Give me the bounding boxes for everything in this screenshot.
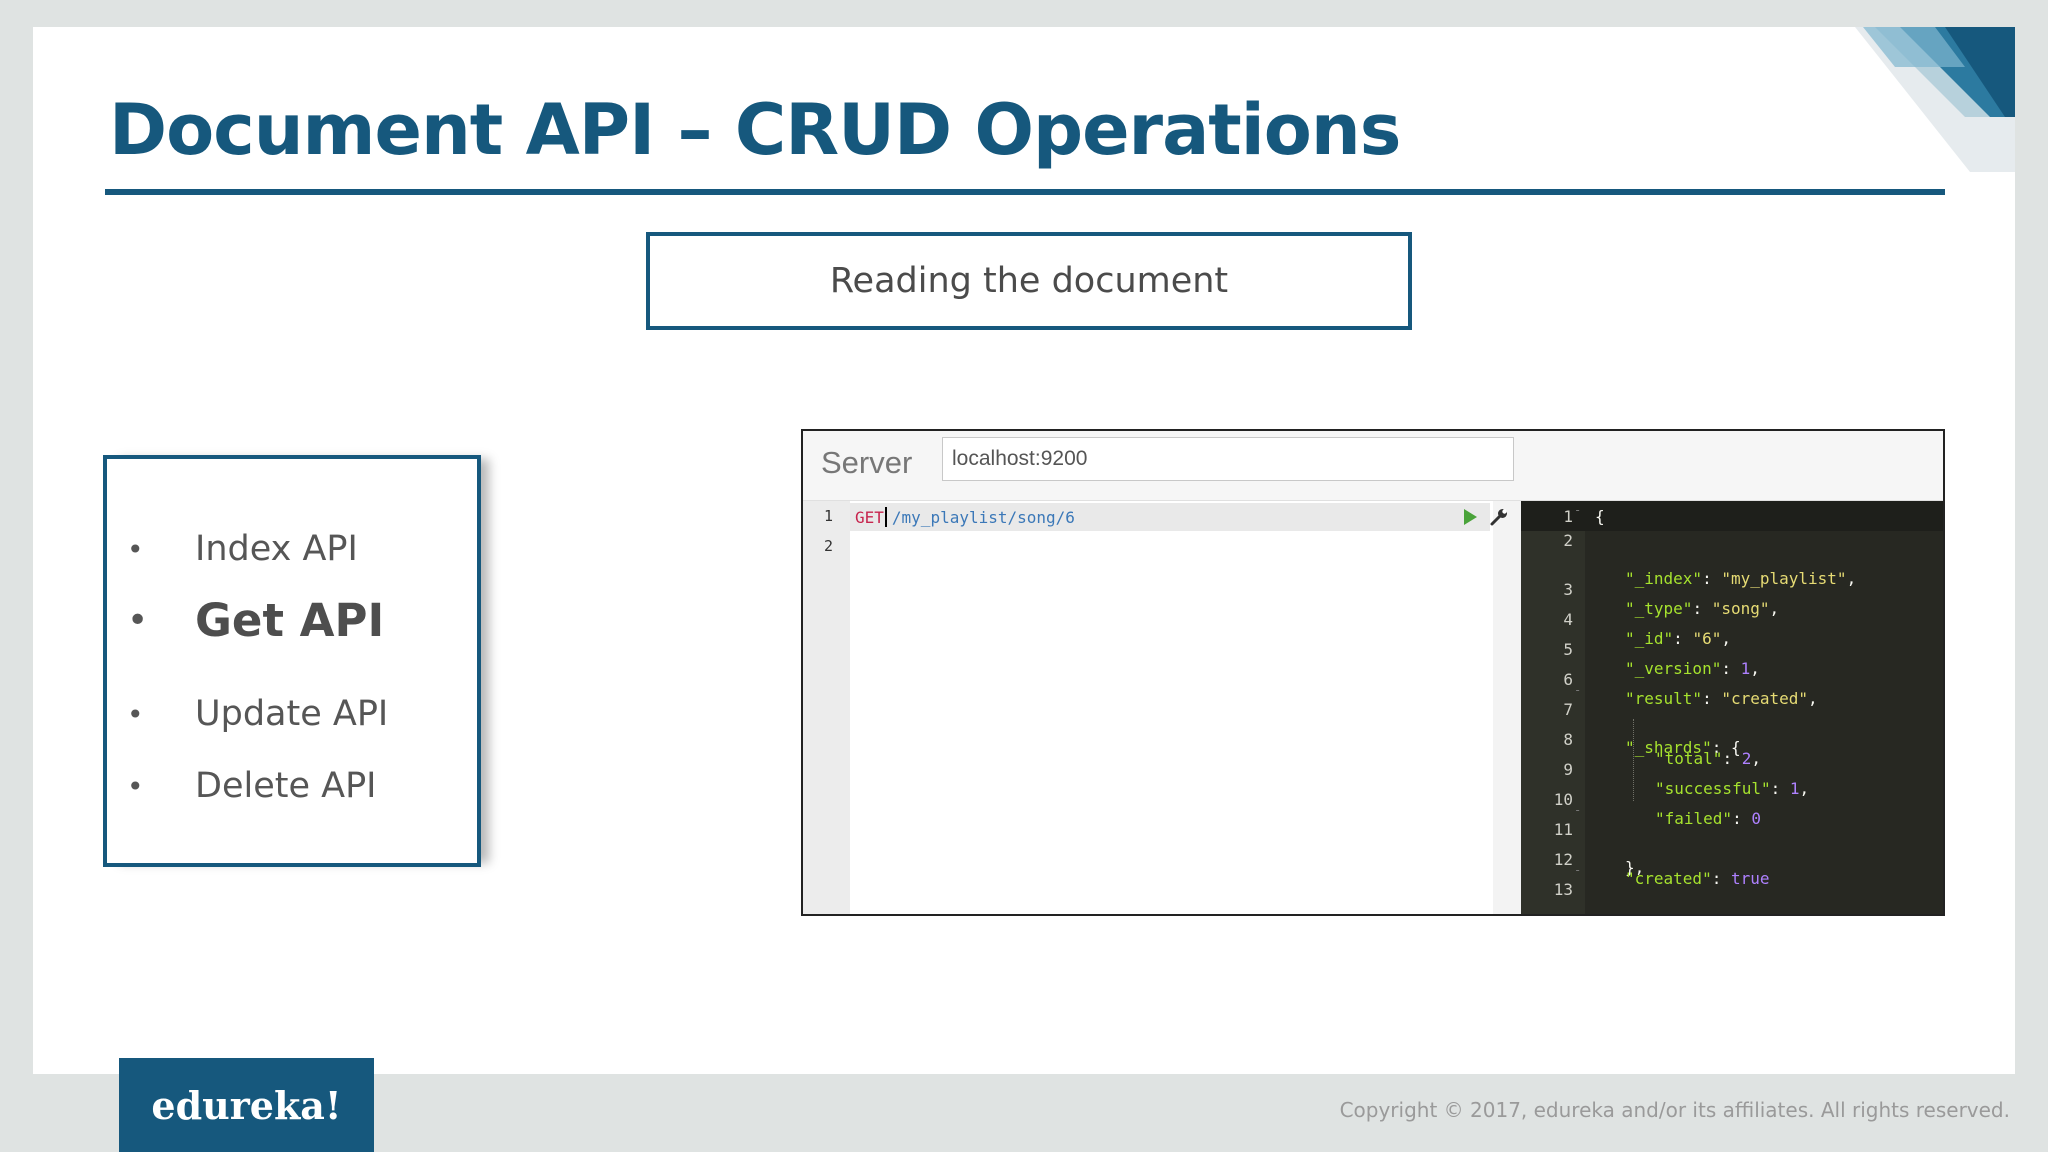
output-line: 12 "created": true <box>1521 831 1943 888</box>
wrench-icon[interactable] <box>1489 507 1509 527</box>
page-title: Document API – CRUD Operations <box>109 89 1401 171</box>
json-pair: "_index": "my_playlist", <box>1625 569 1857 588</box>
list-item: • Index API <box>107 529 358 569</box>
line-number: 7 <box>1563 700 1573 719</box>
bullet-icon: • <box>127 532 144 566</box>
api-item-update: Update API <box>195 694 389 734</box>
server-label: Server <box>821 445 913 480</box>
fold-arrow-icon[interactable]: - <box>1574 863 1582 877</box>
request-method: GET <box>855 508 884 527</box>
console-header: Server localhost:9200 <box>803 431 1943 501</box>
editor-scrollbar[interactable] <box>1493 501 1521 914</box>
edureka-logo: edureka! <box>119 1058 374 1152</box>
output-line: 9 "successful": 1, <box>1521 741 1943 798</box>
play-icon[interactable] <box>1464 509 1477 525</box>
dev-tools-console: Server localhost:9200 1 2 GET/my_playlis… <box>801 429 1945 916</box>
line-number: 12 <box>1553 850 1573 869</box>
bullet-icon: • <box>127 769 144 803</box>
fold-arrow-icon[interactable]: - <box>1574 683 1582 697</box>
editor-gutter <box>803 501 850 914</box>
line-number: 9 <box>1563 760 1573 779</box>
request-path: /my_playlist/song/6 <box>891 508 1075 527</box>
json-pair: "_type": "song", <box>1625 599 1780 618</box>
list-item: • Get API <box>107 594 384 647</box>
output-line: 11 - }, <box>1521 801 1943 877</box>
response-output: 1 - { 2 "_index": "my_playlist", 3 "_typ… <box>1521 501 1943 914</box>
api-list: • Index API • Get API • Update API • Del… <box>103 455 481 867</box>
fold-arrow-icon[interactable]: - <box>1574 803 1582 817</box>
output-line: 4 "_id": "6", <box>1521 591 1943 648</box>
api-item-get: Get API <box>195 594 385 647</box>
line-number: 13 <box>1553 880 1573 899</box>
request-line[interactable]: GET/my_playlist/song/6 <box>855 507 1075 527</box>
copyright-text: Copyright © 2017, edureka and/or its aff… <box>1339 1098 2010 1122</box>
request-editor[interactable]: 1 2 GET/my_playlist/song/6 <box>803 501 1521 914</box>
json-pair: "created": true <box>1625 869 1770 888</box>
title-divider <box>105 189 1945 195</box>
line-number: 2 <box>1563 531 1573 550</box>
json-brace: }, <box>1625 858 1645 877</box>
line-number: 3 <box>1563 580 1573 599</box>
subtitle-box: Reading the document <box>646 232 1412 330</box>
fold-arrow-icon[interactable]: - <box>1574 503 1582 517</box>
list-item: • Update API <box>107 694 388 734</box>
json-pair: "_shards": { <box>1625 738 1741 757</box>
api-item-delete: Delete API <box>195 766 377 806</box>
output-line: 13 - } <box>1521 861 1943 899</box>
json-pair: "failed": 0 <box>1655 809 1761 828</box>
line-number: 1 <box>1563 507 1573 526</box>
output-line: 7 - "_shards": { <box>1521 681 1943 757</box>
line-number: 4 <box>1563 610 1573 629</box>
output-line: 5 "_version": 1, <box>1521 621 1943 678</box>
output-line: 8 "total": 2, <box>1521 711 1943 768</box>
line-number: 5 <box>1563 640 1573 659</box>
list-item: • Delete API <box>107 766 377 806</box>
line-number: 11 <box>1553 820 1573 839</box>
text-cursor <box>884 507 887 527</box>
bullet-icon: • <box>127 697 144 731</box>
json-pair: "successful": 1, <box>1655 779 1810 798</box>
line-number: 10 <box>1553 790 1573 809</box>
output-line: 3 "_type": "song", <box>1521 561 1943 618</box>
json-pair: "total": 2, <box>1655 749 1761 768</box>
line-number: 6 <box>1563 670 1573 689</box>
indent-guide <box>1633 719 1634 801</box>
api-item-index: Index API <box>195 529 358 569</box>
bullet-icon: • <box>127 600 149 641</box>
server-input[interactable]: localhost:9200 <box>942 437 1514 481</box>
output-line: 10 "failed": 0 <box>1521 771 1943 828</box>
output-line: 1 - { <box>1521 501 1943 531</box>
json-pair: "result": "created", <box>1625 689 1818 708</box>
output-line: 2 "_index": "my_playlist", <box>1521 531 1943 588</box>
subtitle: Reading the document <box>829 261 1229 301</box>
line-number: 2 <box>823 537 833 555</box>
line-number: 8 <box>1563 730 1573 749</box>
json-pair: "_version": 1, <box>1625 659 1760 678</box>
json-pair: "_id": "6", <box>1625 629 1731 648</box>
json-brace: { <box>1595 507 1605 526</box>
line-number: 1 <box>823 507 833 525</box>
output-line: 6 "result": "created", <box>1521 651 1943 708</box>
active-line <box>850 503 1490 531</box>
slide: Document API – CRUD Operations Reading t… <box>33 27 2015 1074</box>
corner-decoration <box>1855 27 2015 172</box>
output-gutter <box>1521 501 1585 914</box>
